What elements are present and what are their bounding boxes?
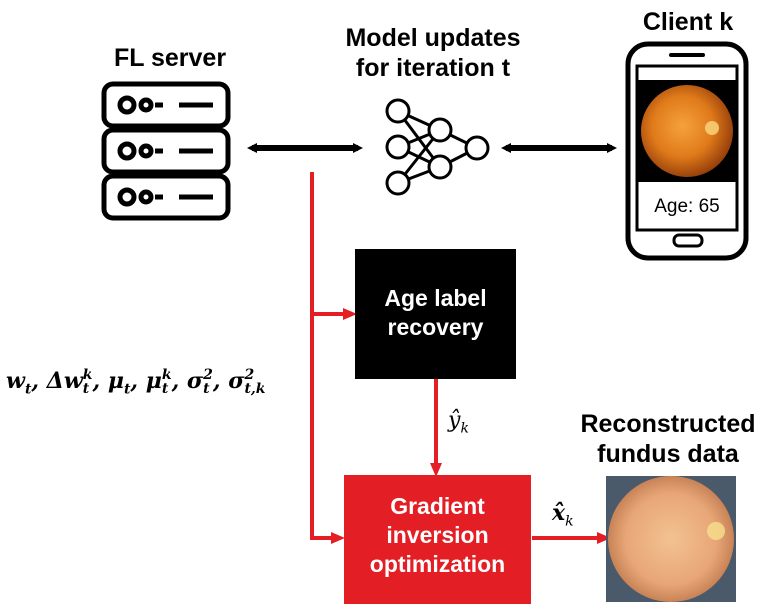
- red-flow-lines: [310, 172, 611, 544]
- grad-box-text: Gradient inversion optimization: [344, 492, 531, 578]
- y-hat-label: ŷk: [448, 408, 469, 437]
- model-updates-line2: for iteration t: [355, 53, 511, 82]
- server-icon: [101, 81, 231, 221]
- neural-network-icon: [385, 98, 490, 196]
- age-box-line1: Age label: [384, 285, 487, 311]
- x-hat-label: x̂k: [552, 500, 574, 530]
- delta-w-symbol: Δw: [46, 368, 83, 394]
- grad-box-line1: Gradient: [390, 493, 485, 519]
- grad-box-line2: inversion: [386, 521, 489, 548]
- age-label-recovery-box: [355, 249, 516, 379]
- w-symbol: w: [6, 368, 25, 394]
- reconstructed-fundus-image: [606, 476, 736, 602]
- mu-symbol: μ: [107, 368, 124, 394]
- age-box-line2: recovery: [387, 313, 484, 340]
- phone-age-text: Age: 65: [654, 196, 720, 217]
- fl-server-label: FL server: [113, 44, 227, 72]
- model-updates-line1: Model updates: [345, 24, 521, 52]
- sigma-symbol: σ: [186, 368, 204, 394]
- age-box-text: Age label recovery: [355, 284, 516, 342]
- grad-box-line3: optimization: [369, 550, 506, 577]
- mu-k-symbol: μ: [145, 368, 162, 394]
- reconstructed-line1: Reconstructed: [580, 410, 756, 438]
- smartphone-icon: [625, 41, 749, 261]
- reconstructed-label: Reconstructed fundus data: [558, 410, 778, 469]
- client-label: Client k: [642, 8, 734, 36]
- model-updates-label: Model updates for iteration t: [318, 24, 548, 83]
- sigma-k-symbol: σ: [228, 368, 245, 394]
- client-fundus-image: [641, 85, 733, 177]
- gradient-inversion-box: [344, 475, 531, 604]
- reconstructed-line2: fundus data: [597, 439, 739, 468]
